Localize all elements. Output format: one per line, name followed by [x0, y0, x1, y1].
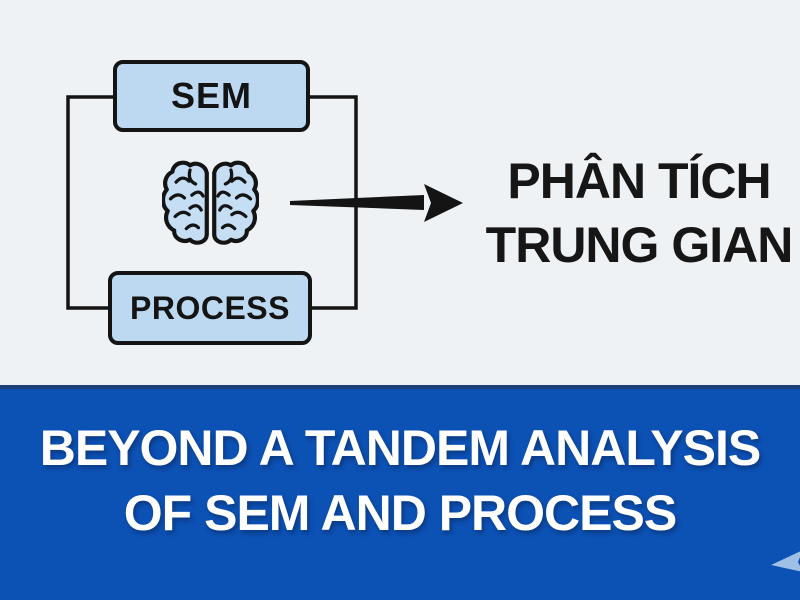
sem-box: SEM	[113, 60, 310, 132]
title-banner: BEYOND A TANDEM ANALYSIS OF SEM AND PROC…	[0, 385, 800, 600]
banner-title-line2: OF SEM AND PROCESS	[123, 484, 677, 541]
brain-icon	[162, 163, 258, 243]
diagram-section: SEM PROCESS PHÂN TÍCH TRUNG GIAN	[66, 60, 800, 345]
banner-title-line1: BEYOND A TANDEM ANALYSIS	[39, 419, 762, 476]
cursor-icon	[771, 551, 800, 572]
mediation-label-line2: TRUNG GIAN	[485, 217, 794, 273]
mediation-label-line1: PHÂN TÍCH	[507, 153, 771, 209]
process-box: PROCESS	[108, 271, 312, 345]
left-bracket-line	[66, 95, 113, 310]
arrow-right-icon	[290, 184, 463, 222]
process-box-label: PROCESS	[130, 289, 290, 326]
diagram-connectors	[66, 95, 463, 310]
sem-box-label: SEM	[170, 75, 252, 116]
mediation-analysis-label: PHÂN TÍCH TRUNG GIAN	[478, 148, 800, 278]
